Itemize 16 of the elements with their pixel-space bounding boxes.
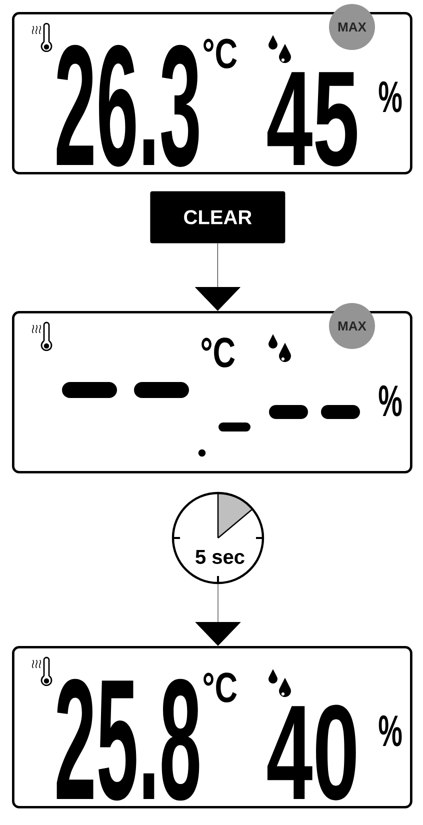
percent-sign: % <box>378 715 402 746</box>
temperature-reading: 25.8 <box>56 678 200 801</box>
percent-sign: % <box>378 81 402 112</box>
arrow <box>194 243 240 311</box>
humidity-reading: 45 <box>267 72 357 166</box>
max-badge: MAX <box>329 4 375 50</box>
clear-button: CLEAR <box>150 191 286 244</box>
unit-label: °C <box>204 672 237 702</box>
temperature-reading: 26.3 <box>56 44 199 167</box>
arrow <box>195 584 241 646</box>
max-badge: MAX <box>329 303 375 349</box>
percent-sign: % <box>378 385 402 416</box>
humidity-reading: 40 <box>267 704 356 800</box>
timer-dial: 5 sec <box>172 492 264 584</box>
unit-label: °C <box>204 38 237 68</box>
unit-label: °C <box>202 338 235 368</box>
